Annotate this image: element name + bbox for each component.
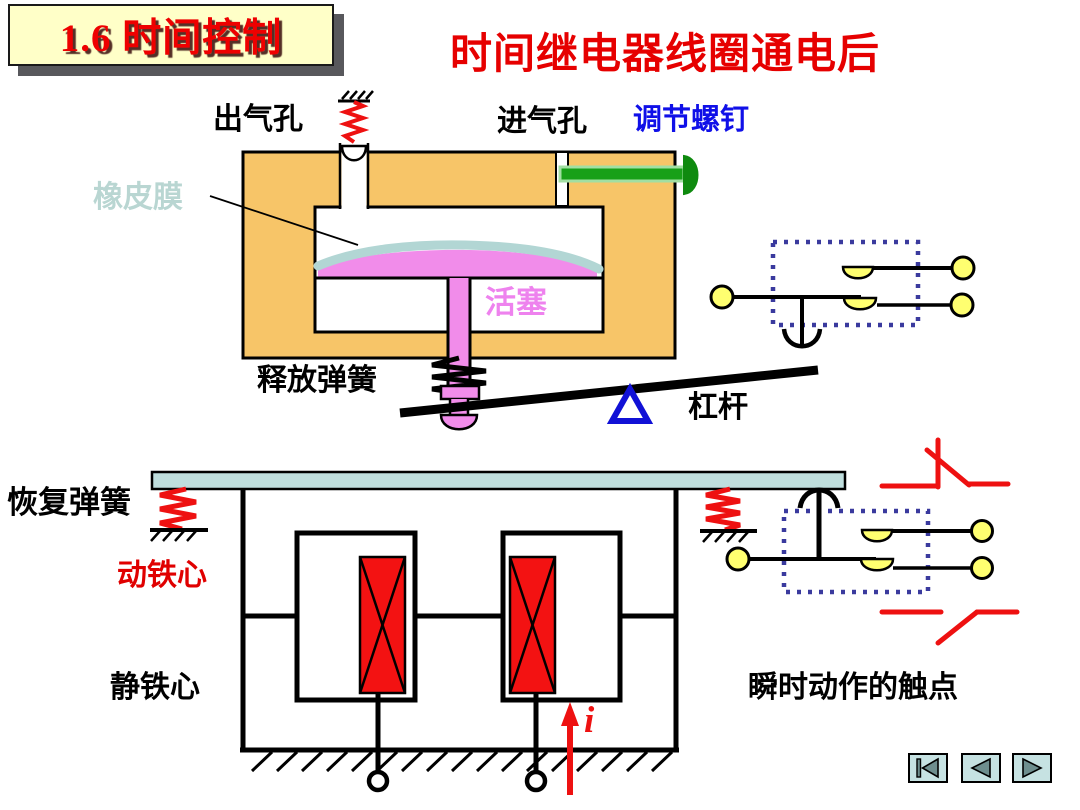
- fulcrum-triangle: [606, 382, 654, 424]
- anchor-hatching: [702, 531, 749, 543]
- piston-plate: [318, 249, 597, 277]
- valve-dome: [340, 144, 368, 162]
- lever-arm: [399, 365, 819, 418]
- lesson-badge: 1.6 时间控制: [8, 4, 334, 66]
- screw-head: [683, 154, 699, 196]
- label-outlet-hole: 出气孔: [213, 103, 303, 136]
- label-release-spring: 释放弹簧: [257, 364, 377, 397]
- release-spring-coil: [431, 355, 487, 397]
- contact-pad: [859, 557, 895, 572]
- label-lever: 杠杆: [688, 391, 748, 424]
- anchor-hatching: [341, 90, 374, 100]
- recovery-spring: [150, 486, 208, 542]
- no-contact-symbol: [879, 609, 1020, 646]
- contact-terminal: [709, 284, 735, 310]
- membrane-leader-line: [209, 195, 359, 246]
- current-arrow: [561, 702, 579, 795]
- electromagnet: [150, 470, 847, 795]
- contact-pad: [860, 528, 894, 543]
- label-instant-contacts: 瞬时动作的触点: [748, 671, 958, 704]
- nc-contact-symbol: [879, 437, 1011, 490]
- contact-return-spring: [700, 486, 757, 543]
- label-adjusting-screw: 调节螺钉: [633, 104, 750, 136]
- stem-tip: [439, 413, 479, 431]
- outlet-valve: [338, 143, 370, 209]
- label-moving-iron-core: 动铁心: [117, 559, 207, 592]
- dotted-outline: [770, 239, 921, 328]
- nav-next-button[interactable]: [1012, 753, 1052, 783]
- iron-core: [240, 489, 679, 753]
- lesson-badge-text: 1.6 时间控制: [59, 17, 283, 60]
- coil-right: [508, 555, 557, 695]
- slide-title: 时间继电器线圈通电后: [450, 32, 881, 78]
- adjusting-screw: [558, 154, 699, 196]
- contact-terminal: [950, 255, 976, 281]
- contact-terminal: [949, 292, 975, 318]
- pneumatic-chamber: [241, 143, 699, 399]
- contact-pad: [842, 296, 878, 311]
- nav-first-button[interactable]: [908, 753, 948, 783]
- stirrup-hook: [797, 487, 841, 509]
- go-next-icon: [1022, 757, 1043, 779]
- contact-terminal: [725, 546, 751, 572]
- contact-pad: [841, 265, 875, 280]
- nav-previous-button[interactable]: [961, 753, 1001, 783]
- label-rubber-membrane: 橡皮膜: [93, 181, 183, 214]
- dotted-outline: [781, 508, 931, 595]
- go-first-icon: [916, 757, 939, 779]
- terminal-left: [366, 769, 390, 793]
- release-spring-assembly: [431, 355, 487, 431]
- rubber-membrane: [313, 240, 604, 274]
- contact-terminal: [970, 556, 994, 580]
- stirrup-hook: [781, 328, 823, 349]
- coil-left: [358, 555, 407, 695]
- anchor-hatching: [150, 530, 197, 542]
- red-spring: [338, 100, 370, 144]
- label-static-iron-core: 静铁心: [110, 671, 200, 704]
- delayed-contact-assembly: [709, 239, 976, 349]
- label-recovery-spring: 恢复弹簧: [7, 485, 131, 520]
- label-piston: 活塞: [485, 285, 547, 320]
- ground-hatching: [250, 750, 674, 773]
- stem-washer: [439, 384, 481, 401]
- go-previous-icon: [970, 757, 991, 779]
- instant-contact-assembly: [725, 487, 994, 595]
- label-inlet-hole: 进气孔: [497, 105, 587, 138]
- contact-terminal: [970, 519, 994, 543]
- terminal-right: [524, 769, 548, 793]
- outlet-valve-spring: [338, 90, 374, 144]
- armature-bar: [150, 470, 847, 491]
- label-current-symbol: i: [584, 700, 595, 741]
